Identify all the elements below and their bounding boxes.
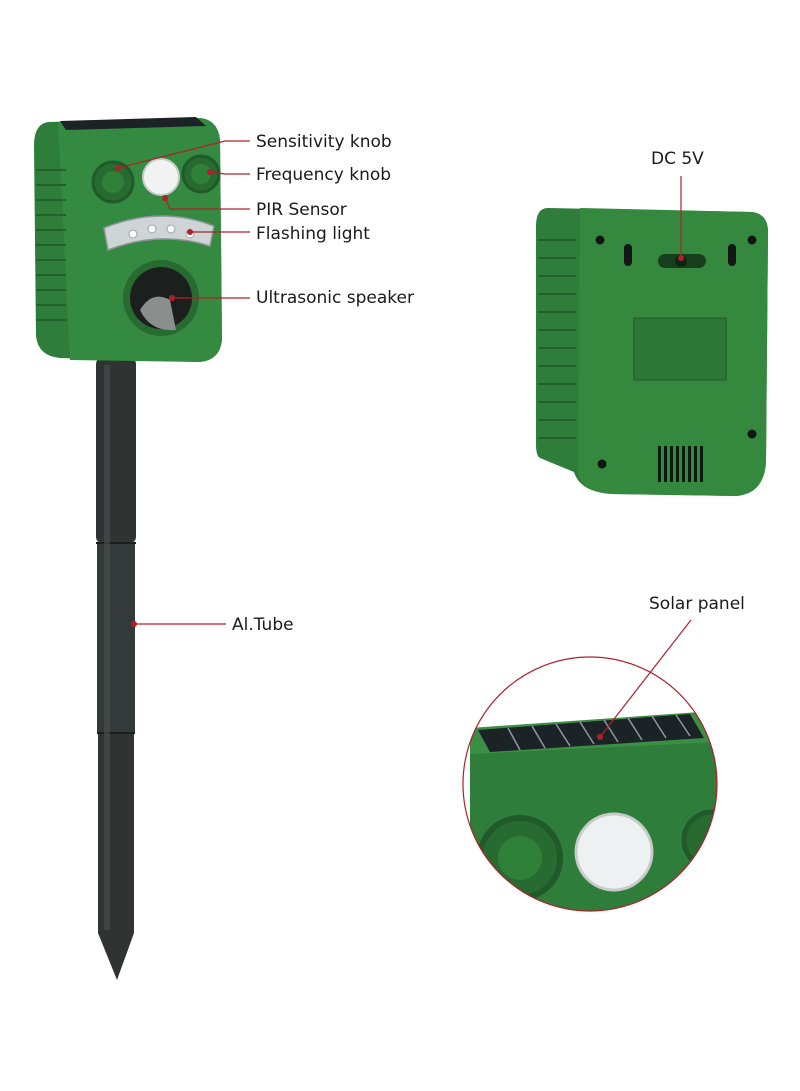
frequency-knob-label: Frequency knob <box>256 165 392 185</box>
sensitivity-knob-label: Sensitivity knob <box>256 132 392 152</box>
front-device <box>34 117 222 362</box>
al-tube-label: Al.Tube <box>232 615 294 635</box>
flashing-light-label: Flashing light <box>256 224 370 244</box>
leader-lines <box>117 140 692 738</box>
ultrasonic-speaker-label: Ultrasonic speaker <box>256 288 414 308</box>
solar-closeup <box>462 656 718 912</box>
pir-sensor-label: PIR Sensor <box>256 200 347 220</box>
back-device <box>536 208 768 496</box>
dc-5v-label: DC 5V <box>651 149 704 169</box>
leader-dots <box>115 165 684 740</box>
aluminum-stake <box>96 358 136 980</box>
solar-panel-label: Solar panel <box>649 594 745 614</box>
